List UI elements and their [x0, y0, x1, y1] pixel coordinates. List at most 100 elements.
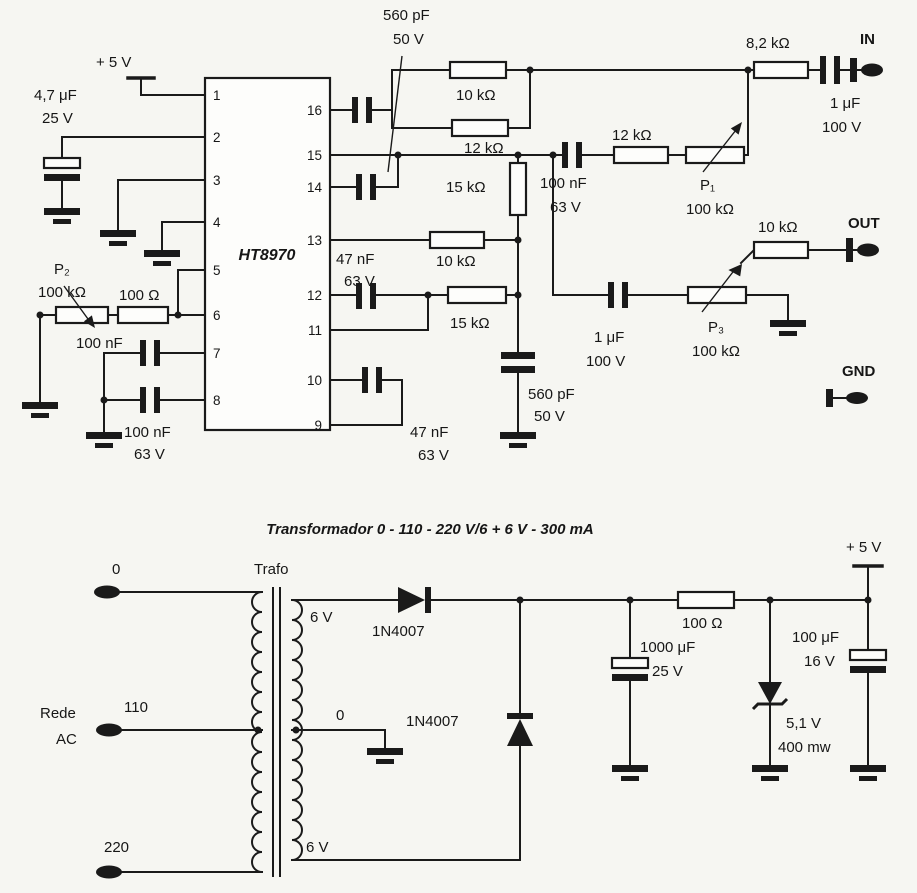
label-in: IN [860, 31, 875, 48]
resistor-12k-top [450, 118, 510, 138]
wire [61, 136, 206, 159]
label-cap-1000u-value: 1000 μF [640, 639, 695, 656]
junction-dot [174, 311, 182, 319]
power-supply-section: Transformador 0 - 110 - 220 V/6 + 6 V - … [40, 521, 888, 879]
p3-wiper-arrow [701, 267, 737, 313]
label-vcc-top: + 5 V [96, 54, 131, 71]
label-trafo: Trafo [254, 561, 288, 578]
junction-dot [549, 151, 557, 159]
resistor-100ohm [116, 305, 170, 325]
mains-terminal-220 [96, 865, 122, 879]
wire [161, 221, 206, 251]
in-terminal [850, 58, 883, 82]
wire [745, 294, 789, 321]
diode-1n4007-top [398, 587, 431, 613]
capacitor-47nf-mid [356, 283, 376, 309]
transformer-core [272, 587, 281, 877]
label-diode-bottom: 1N4007 [406, 713, 459, 730]
label-cap-100u-value: 100 μF [792, 629, 839, 646]
wire [483, 239, 519, 433]
label-cap-1u-in-rating: 100 V [822, 119, 861, 136]
diode-1n4007-bottom [507, 713, 533, 746]
label-cap-1000u-rating: 25 V [652, 663, 683, 680]
label-cap-4u7-value: 4,7 μF [34, 87, 77, 104]
label-ac: AC [56, 731, 77, 748]
wire [39, 314, 57, 403]
pin-number-8: 8 [213, 393, 221, 408]
label-out: OUT [848, 215, 880, 232]
pin-number-14: 14 [307, 180, 323, 195]
ic-label: HT8970 [239, 247, 296, 264]
mains-terminal-0 [94, 585, 120, 599]
junction-dot [394, 151, 402, 159]
ic-ht8970: HT8970 1 2 3 4 5 6 7 8 16 15 14 13 12 11… [203, 76, 332, 433]
pin-number-9: 9 [314, 418, 322, 433]
resistor-10k-out [752, 240, 810, 260]
resistor-10k-mid [428, 230, 486, 250]
label-res-12k-mid: 12 kΩ [612, 127, 652, 144]
mains-terminal-110 [96, 723, 122, 737]
capacitor-100nf-mid [562, 142, 582, 168]
capacitor-560pf-osc [356, 174, 376, 200]
label-cap-100n-mid-value: 100 nF [540, 175, 587, 192]
pin-number-1: 1 [213, 88, 221, 103]
resistor-8k2 [752, 60, 810, 80]
pin-number-3: 3 [213, 173, 221, 188]
capacitor-4u7-electrolytic [42, 156, 82, 181]
label-cap-560p-top-value: 560 pF [383, 7, 430, 24]
label-cap-100n-pin8-rating: 63 V [134, 446, 165, 463]
wire [371, 69, 451, 129]
wire [329, 379, 403, 426]
capacitor-1000uf-electrolytic [610, 656, 650, 681]
p3-arrowhead [728, 264, 742, 277]
ground-symbol [100, 230, 136, 246]
resistor-10k-top [448, 60, 508, 80]
primary-winding [251, 590, 264, 874]
cap-plate [42, 156, 82, 170]
label-tap-0: 0 [112, 561, 120, 578]
label-res-10k-mid: 10 kΩ [436, 253, 476, 270]
ground-symbol [367, 748, 403, 764]
ground-symbol [850, 765, 886, 781]
resistor-15k-low [446, 285, 508, 305]
label-cap-1u-out-value: 1 μF [594, 329, 624, 346]
out-terminal [846, 238, 879, 262]
junction-dot [292, 726, 300, 734]
junction-dot [526, 66, 534, 74]
wire [177, 269, 206, 316]
label-tap-110: 110 [124, 699, 148, 716]
label-zener-power: 400 mw [778, 739, 831, 756]
label-cap-1u-out-rating: 100 V [586, 353, 625, 370]
label-cap-47n-mid-rating: 63 V [344, 273, 375, 290]
pointer-line [387, 55, 403, 173]
label-p2: P₂ [54, 261, 70, 278]
capacitor-47nf-low [362, 367, 382, 393]
label-res-10k-out: 10 kΩ [758, 219, 798, 236]
label-cap-560p-low-rating: 50 V [534, 408, 565, 425]
resistor-12k-mid [612, 145, 670, 165]
wire [291, 599, 521, 861]
wire [291, 729, 386, 749]
pin-number-2: 2 [213, 130, 221, 145]
label-cap-560p-top-rating: 50 V [393, 31, 424, 48]
wire [329, 294, 429, 331]
pin-number-7: 7 [213, 346, 221, 361]
ground-symbol [500, 432, 536, 448]
label-p1-value: 100 kΩ [686, 201, 734, 218]
potentiometer-p3 [686, 285, 748, 305]
zener-diode [751, 682, 789, 711]
wire [507, 69, 531, 129]
label-vout: + 5 V [846, 539, 881, 556]
capacitor-560pf-low [501, 352, 535, 373]
label-cap-47n-low-value: 47 nF [410, 424, 448, 441]
pin-number-4: 4 [213, 215, 221, 230]
junction-dot [424, 291, 432, 299]
label-p3-value: 100 kΩ [692, 343, 740, 360]
potentiometer-p1 [684, 145, 746, 165]
wire [743, 69, 749, 156]
capacitor-100nf-pin8 [140, 387, 160, 413]
pin-number-15: 15 [307, 148, 322, 163]
wire [140, 77, 206, 96]
label-res-15k-low: 15 kΩ [450, 315, 490, 332]
